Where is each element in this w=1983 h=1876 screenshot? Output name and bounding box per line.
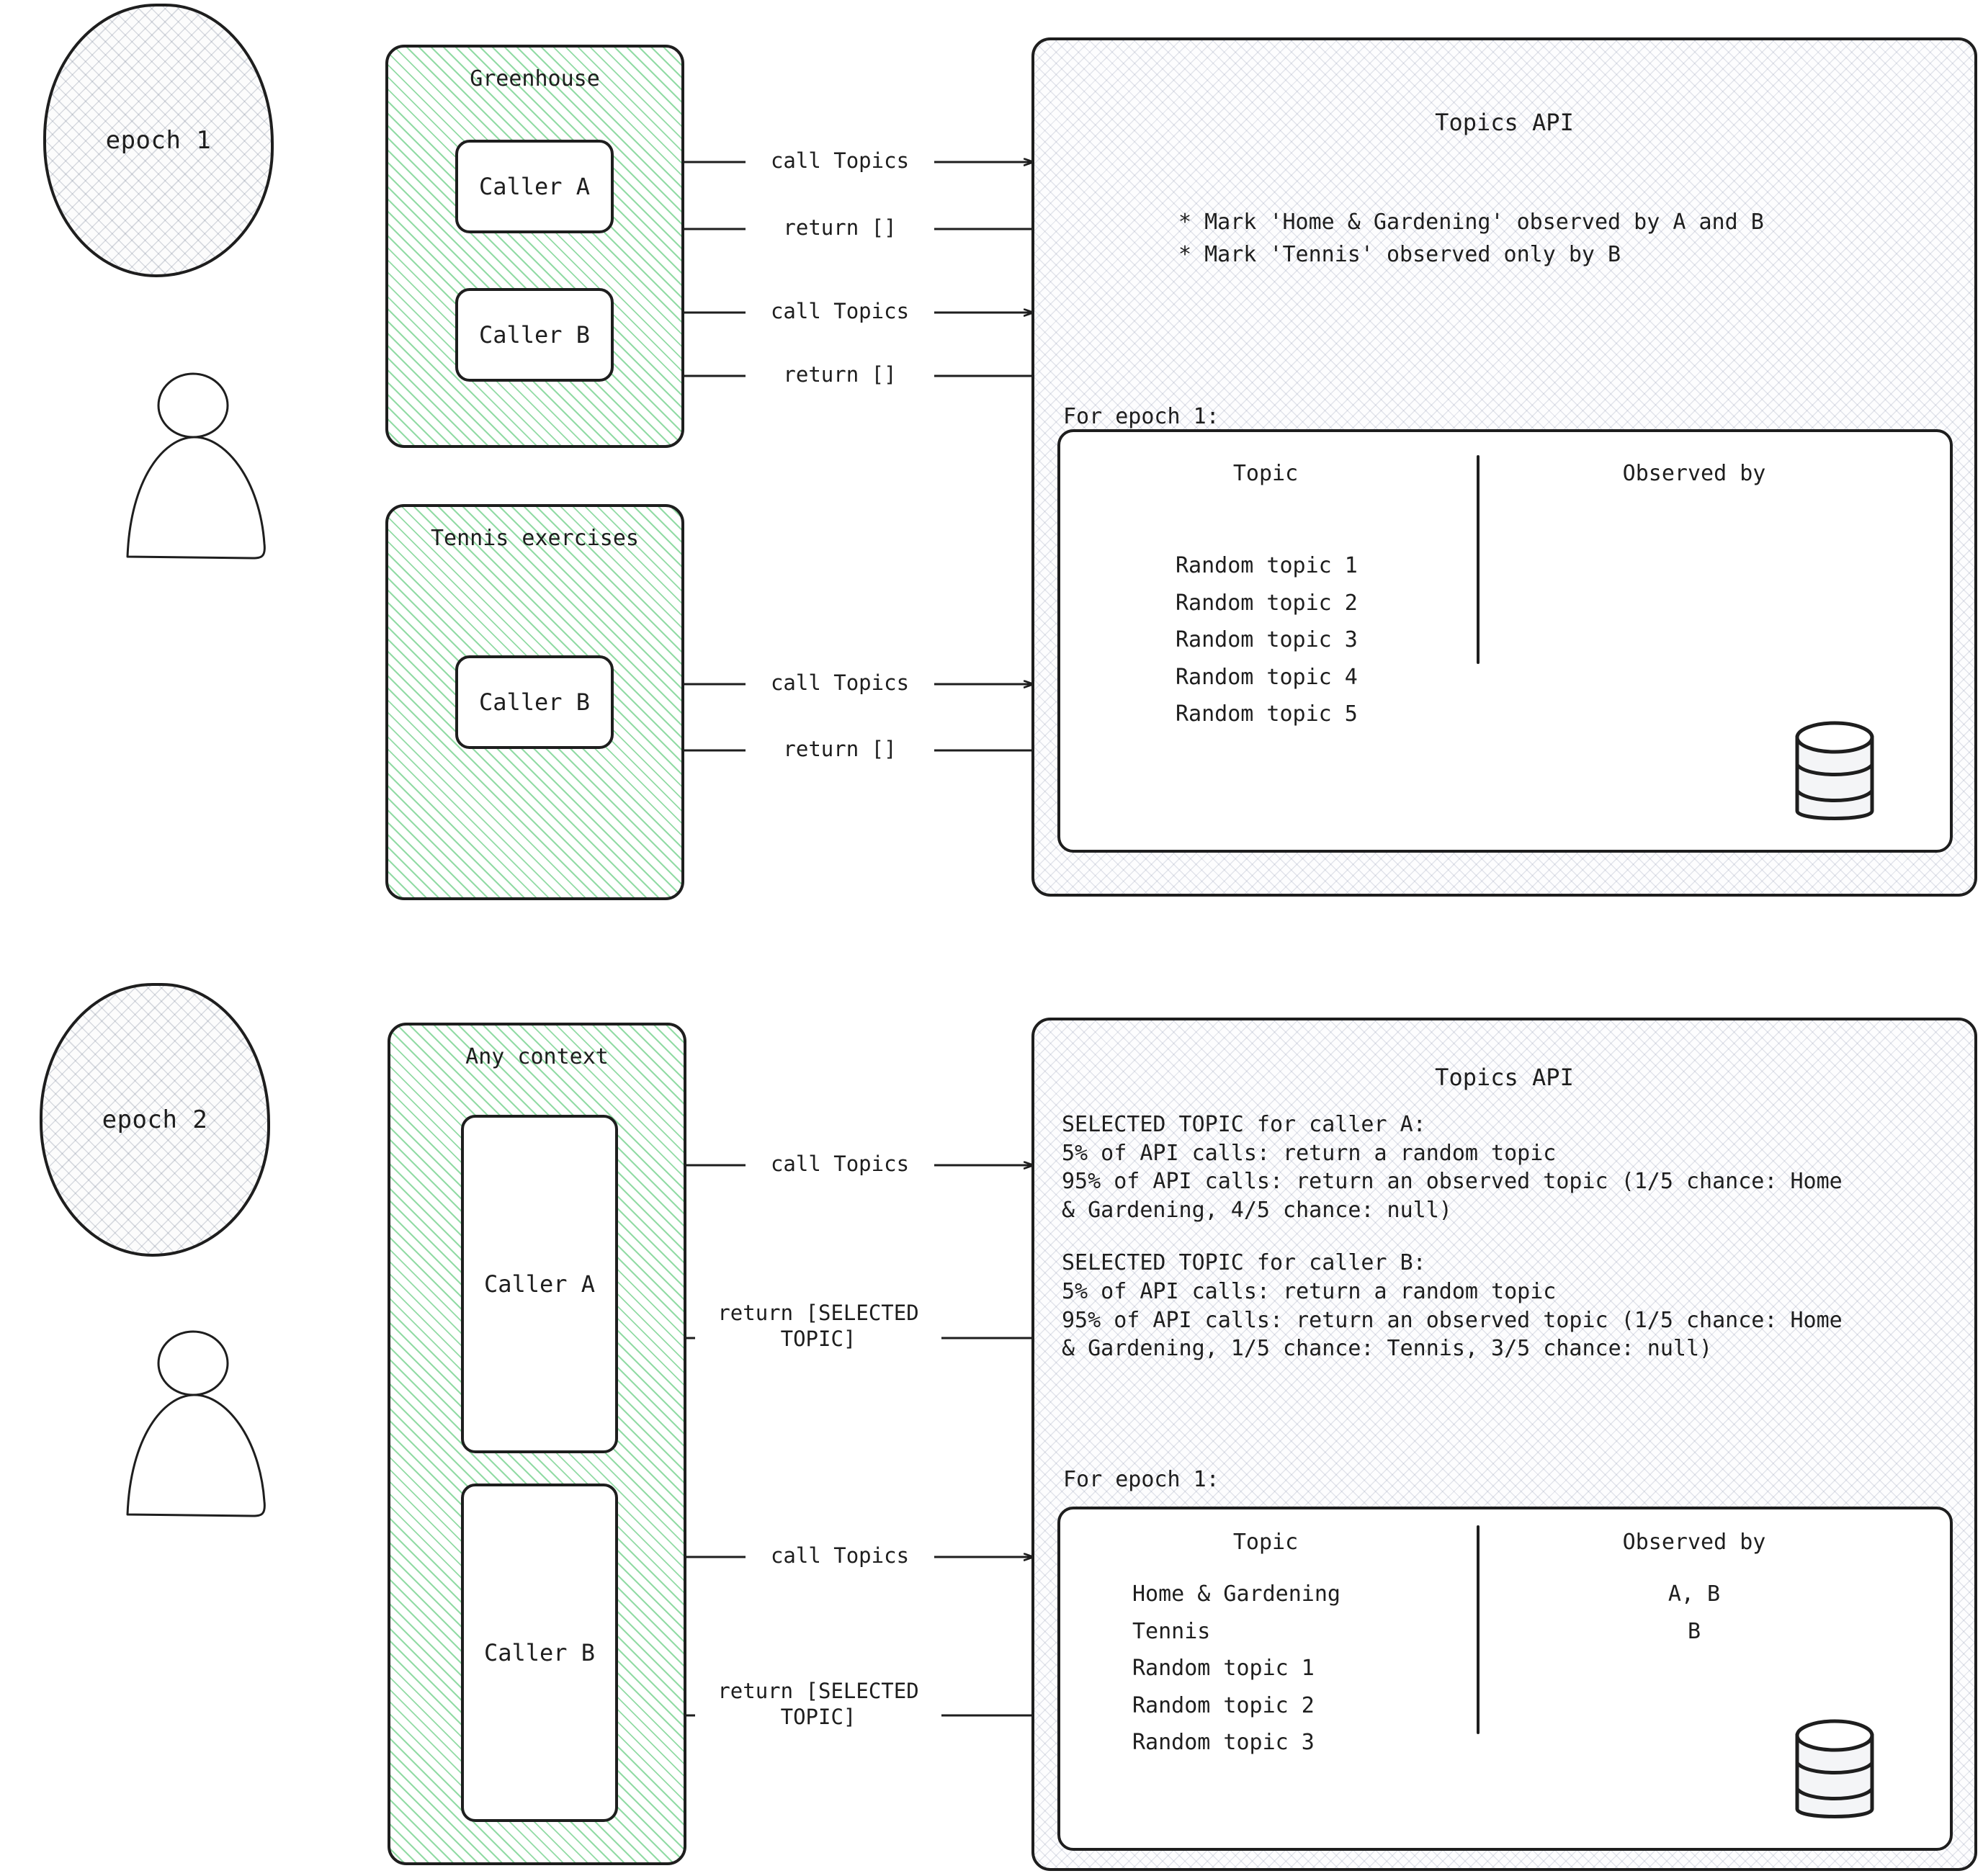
context-greenhouse: Greenhouse xyxy=(385,45,684,448)
topics-table-head-observed-epoch2: Observed by xyxy=(1622,1530,1766,1555)
table-row: Random topic 3 xyxy=(1176,627,1358,653)
arrow-label-return-a1: return [] xyxy=(746,215,934,241)
caller-box-b-epoch2-label: Caller B xyxy=(483,1639,596,1666)
caller-box-a-epoch2[interactable]: Caller A xyxy=(461,1115,618,1453)
topics-api-panel-epoch1: Topics API * Mark 'Home & Gardening' obs… xyxy=(1031,37,1977,897)
table-row: Random topic 2 xyxy=(1176,590,1358,616)
topics-api-panel-epoch2: Topics API SELECTED TOPIC for caller A: … xyxy=(1031,1018,1977,1871)
topics-table-topic-col-epoch2: Home & Gardening Tennis Random topic 1 R… xyxy=(1132,1576,1340,1761)
topics-table-divider-epoch2 xyxy=(1477,1525,1480,1734)
context-greenhouse-title: Greenhouse xyxy=(470,66,600,91)
rule-line-b1: 5% of API calls: return a random topic xyxy=(1062,1278,1557,1304)
topics-api-rules-epoch2: SELECTED TOPIC for caller A: 5% of API c… xyxy=(1062,1110,1948,1363)
rule-line-b2: 95% of API calls: return an observed top… xyxy=(1062,1307,1843,1333)
epoch-1-badge: epoch 1 xyxy=(43,4,274,277)
table-row: Random topic 2 xyxy=(1132,1692,1315,1718)
caller-box-a-epoch1-label: Caller A xyxy=(478,173,591,200)
caller-box-b-epoch2[interactable]: Caller B xyxy=(461,1484,618,1822)
table-row: B xyxy=(1687,1618,1701,1644)
arrow-label-call-topics-bt: call Topics xyxy=(746,670,934,696)
topics-api-bullet-2: * Mark 'Tennis' observed only by B xyxy=(1178,242,1621,267)
table-row: Random topic 1 xyxy=(1132,1656,1315,1682)
caller-box-b-tennis-label: Caller B xyxy=(478,688,591,716)
for-epoch-label-epoch1: For epoch 1: xyxy=(1063,404,1219,429)
rules-spacer xyxy=(1062,1224,1948,1249)
table-row: Home & Gardening xyxy=(1132,1581,1340,1607)
arrow-label-return-bt: return [] xyxy=(746,736,934,763)
epoch-2-label: epoch 2 xyxy=(102,1105,208,1134)
topics-api-title-epoch2: Topics API xyxy=(1435,1064,1574,1091)
table-row: Random topic 1 xyxy=(1176,553,1358,578)
arrow-label-return-b2: return [SELECTED TOPIC] xyxy=(695,1678,941,1731)
topics-table-observed-col-epoch2: A, B B xyxy=(1507,1576,1881,1650)
table-row: A, B xyxy=(1668,1581,1721,1607)
topics-table-card-epoch2: Topic Observed by Home & Gardening Tenni… xyxy=(1057,1507,1953,1851)
for-epoch-label-epoch2: For epoch 1: xyxy=(1063,1467,1219,1492)
context-tennis-exercises: Tennis exercises xyxy=(385,504,684,900)
caller-box-b-epoch1-label: Caller B xyxy=(478,321,591,349)
topics-api-title-epoch1: Topics API xyxy=(1435,109,1574,136)
topics-api-bullet-1: * Mark 'Home & Gardening' observed by A … xyxy=(1178,210,1764,235)
rule-heading-b: SELECTED TOPIC for caller B: xyxy=(1062,1250,1426,1276)
arrow-label-return-b1: return [] xyxy=(746,362,934,388)
topics-table-head-topic-epoch1: Topic xyxy=(1232,461,1299,486)
epoch-1-label: epoch 1 xyxy=(105,126,212,155)
context-tennis-exercises-title: Tennis exercises xyxy=(431,526,639,551)
database-icon-epoch2 xyxy=(1795,1719,1874,1818)
table-row: Random topic 5 xyxy=(1176,701,1358,727)
caller-box-b-epoch1[interactable]: Caller B xyxy=(455,288,614,382)
table-row: Tennis xyxy=(1132,1618,1211,1644)
caller-box-b-tennis[interactable]: Caller B xyxy=(455,655,614,749)
caller-box-a-epoch2-label: Caller A xyxy=(483,1270,596,1298)
rule-line-a1: 5% of API calls: return a random topic xyxy=(1062,1140,1557,1166)
arrow-label-call-topics-a1: call Topics xyxy=(746,148,934,174)
rule-line-a3: & Gardening, 4/5 chance: null) xyxy=(1062,1197,1452,1223)
user-figure-epoch-2 xyxy=(126,1330,266,1517)
user-figure-epoch-1 xyxy=(126,372,266,560)
arrow-label-call-topics-b1: call Topics xyxy=(746,298,934,325)
table-row: Random topic 4 xyxy=(1176,664,1358,690)
epoch-2-badge: epoch 2 xyxy=(40,983,270,1257)
topics-table-card-epoch1: Topic Observed by Random topic 1 Random … xyxy=(1057,429,1953,853)
context-any-context-title: Any context xyxy=(465,1044,609,1069)
arrow-label-call-topics-b2: call Topics xyxy=(746,1543,934,1569)
rule-line-a2: 95% of API calls: return an observed top… xyxy=(1062,1169,1843,1195)
arrow-label-return-a2: return [SELECTED TOPIC] xyxy=(695,1300,941,1352)
rule-heading-a: SELECTED TOPIC for caller A: xyxy=(1062,1112,1426,1137)
arrow-label-call-topics-a2: call Topics xyxy=(746,1151,934,1177)
topics-table-head-topic-epoch2: Topic xyxy=(1232,1530,1299,1555)
table-row: Random topic 3 xyxy=(1132,1730,1315,1756)
topics-table-divider-epoch1 xyxy=(1477,455,1480,664)
caller-box-a-epoch1[interactable]: Caller A xyxy=(455,140,614,233)
topics-table-head-observed-epoch1: Observed by xyxy=(1622,461,1766,486)
rule-line-b3: & Gardening, 1/5 chance: Tennis, 3/5 cha… xyxy=(1062,1336,1713,1362)
topics-api-bullets-epoch1: * Mark 'Home & Gardening' observed by A … xyxy=(1178,206,1764,271)
database-icon-epoch1 xyxy=(1795,721,1874,820)
topics-table-topic-col-epoch1: Random topic 1 Random topic 2 Random top… xyxy=(1176,547,1358,733)
